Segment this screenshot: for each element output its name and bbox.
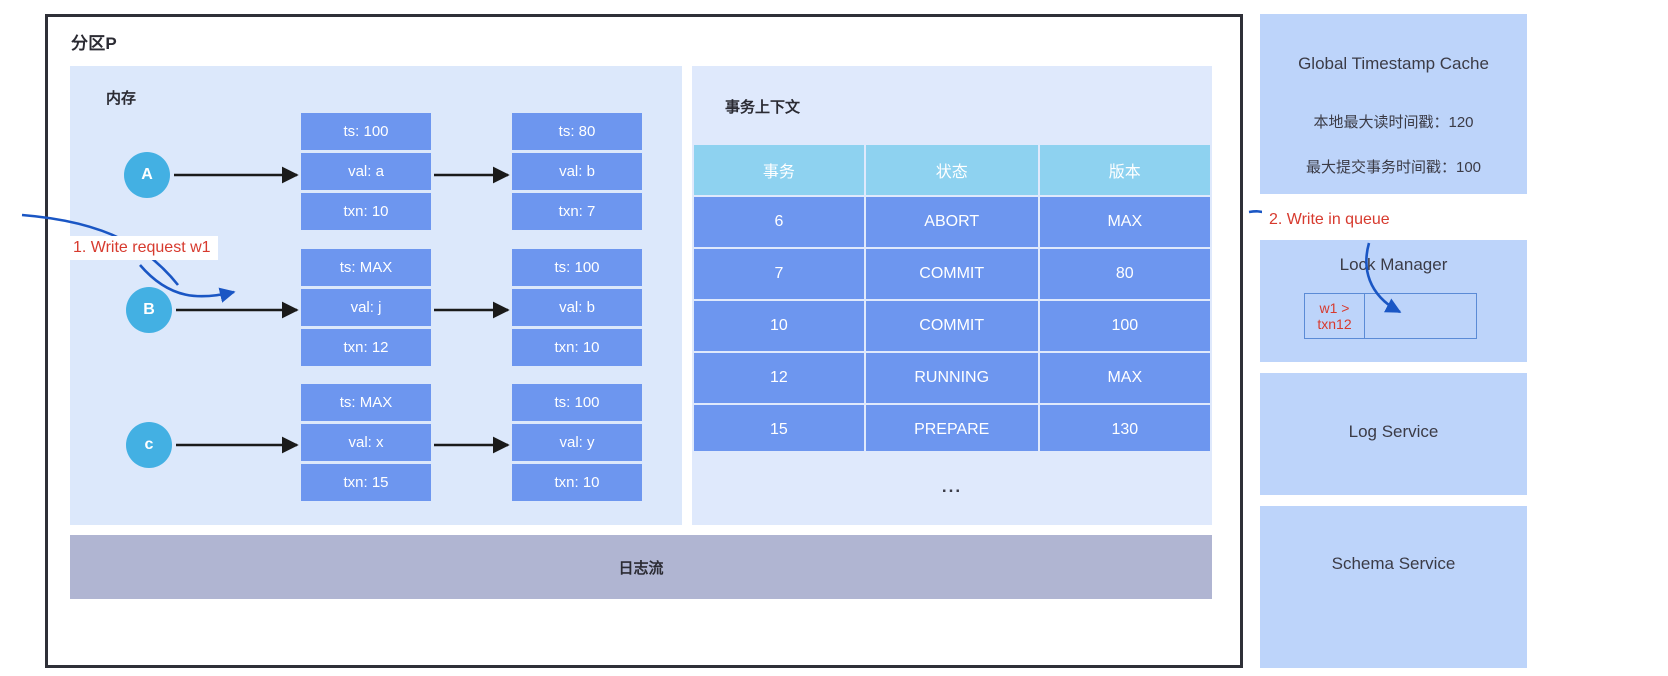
partition-title: 分区P [71, 34, 117, 53]
table-row[interactable]: 10 COMMIT 100 [694, 301, 1210, 351]
cell-state: ABORT [865, 197, 1038, 247]
version-val: val: b [512, 153, 642, 190]
annotation-step-1: 1. Write request w1 [66, 236, 218, 260]
version-txn: txn: 12 [301, 329, 431, 366]
memory-panel-title: 内存 [106, 90, 137, 107]
version-card-a-0[interactable]: ts: 100 val: a txn: 10 [301, 113, 431, 230]
cell-state: COMMIT [865, 249, 1038, 299]
table-row[interactable]: 7 COMMIT 80 [694, 249, 1210, 299]
log-service-title: Log Service [1348, 422, 1439, 441]
cell-txn: 6 [694, 197, 864, 247]
transaction-context-table: 事务 状态 版本 6 ABORT MAX 7 COMMIT 80 10 COMM… [692, 143, 1212, 457]
global-timestamp-cache-panel: Global Timestamp Cache 本地最大读时间戳：120 最大提交… [1260, 14, 1527, 194]
lock-queue[interactable]: w1 > txn12 [1304, 293, 1477, 339]
version-txn: txn: 10 [512, 329, 642, 366]
cell-version: 130 [1039, 405, 1210, 455]
cell-state: RUNNING [865, 353, 1038, 403]
local-max-read-timestamp: 本地最大读时间戳：120 [1313, 114, 1474, 131]
cell-state: COMMIT [865, 301, 1038, 351]
lock-queue-slot-2[interactable] [1365, 294, 1476, 338]
version-ts: ts: MAX [301, 384, 431, 421]
cell-version: MAX [1039, 353, 1210, 403]
memory-node-c[interactable]: c [126, 422, 172, 468]
lock-manager-panel: Lock Manager w1 > txn12 [1260, 240, 1527, 362]
memory-node-a-label: A [141, 166, 153, 183]
version-val: val: x [301, 424, 431, 461]
max-commit-timestamp: 最大提交事务时间戳：100 [1305, 159, 1482, 176]
log-stream-bar: 日志流 [70, 535, 1212, 599]
version-val: val: a [301, 153, 431, 190]
version-ts: ts: MAX [301, 249, 431, 286]
version-card-a-1[interactable]: ts: 80 val: b txn: 7 [512, 113, 642, 230]
version-val: val: b [512, 289, 642, 326]
lock-queue-slot-1[interactable]: w1 > txn12 [1305, 294, 1365, 338]
column-header-state: 状态 [865, 145, 1038, 195]
version-card-c-0[interactable]: ts: MAX val: x txn: 15 [301, 384, 431, 501]
table-header-row: 事务 状态 版本 [694, 145, 1210, 195]
table-row[interactable]: 12 RUNNING MAX [694, 353, 1210, 403]
memory-node-b[interactable]: B [126, 287, 172, 333]
memory-node-a[interactable]: A [124, 152, 170, 198]
schema-service-panel: Schema Service [1260, 506, 1527, 668]
version-card-b-0[interactable]: ts: MAX val: j txn: 12 [301, 249, 431, 366]
cell-txn: 12 [694, 353, 864, 403]
column-header-version: 版本 [1039, 145, 1210, 195]
cell-txn: 10 [694, 301, 864, 351]
cell-version: 100 [1039, 301, 1210, 351]
version-ts: ts: 80 [512, 113, 642, 150]
cell-txn: 15 [694, 405, 864, 455]
version-ts: ts: 100 [512, 384, 642, 421]
global-timestamp-cache-title: Global Timestamp Cache [1298, 54, 1489, 73]
version-ts: ts: 100 [512, 249, 642, 286]
version-txn: txn: 15 [301, 464, 431, 501]
lock-manager-title: Lock Manager [1339, 255, 1448, 274]
cell-version: MAX [1039, 197, 1210, 247]
memory-node-b-label: B [143, 301, 155, 318]
table-more-indicator[interactable]: ... [694, 451, 1210, 523]
schema-service-title: Schema Service [1331, 554, 1456, 573]
cell-state: PREPARE [865, 405, 1038, 455]
table-row[interactable]: 6 ABORT MAX [694, 197, 1210, 247]
table-row[interactable]: 15 PREPARE 130 [694, 405, 1210, 455]
version-card-b-1[interactable]: ts: 100 val: b txn: 10 [512, 249, 642, 366]
version-txn: txn: 7 [512, 193, 642, 230]
cell-version: 80 [1039, 249, 1210, 299]
annotation-step-2: 2. Write in queue [1262, 208, 1397, 232]
version-txn: txn: 10 [512, 464, 642, 501]
version-val: val: y [512, 424, 642, 461]
column-header-txn: 事务 [694, 145, 864, 195]
version-card-c-1[interactable]: ts: 100 val: y txn: 10 [512, 384, 642, 501]
log-stream-label: 日志流 [618, 559, 664, 577]
log-service-panel: Log Service [1260, 373, 1527, 495]
version-ts: ts: 100 [301, 113, 431, 150]
transaction-context-title: 事务上下文 [725, 99, 801, 116]
cell-txn: 7 [694, 249, 864, 299]
version-txn: txn: 10 [301, 193, 431, 230]
version-val: val: j [301, 289, 431, 326]
memory-node-c-label: c [144, 436, 154, 453]
